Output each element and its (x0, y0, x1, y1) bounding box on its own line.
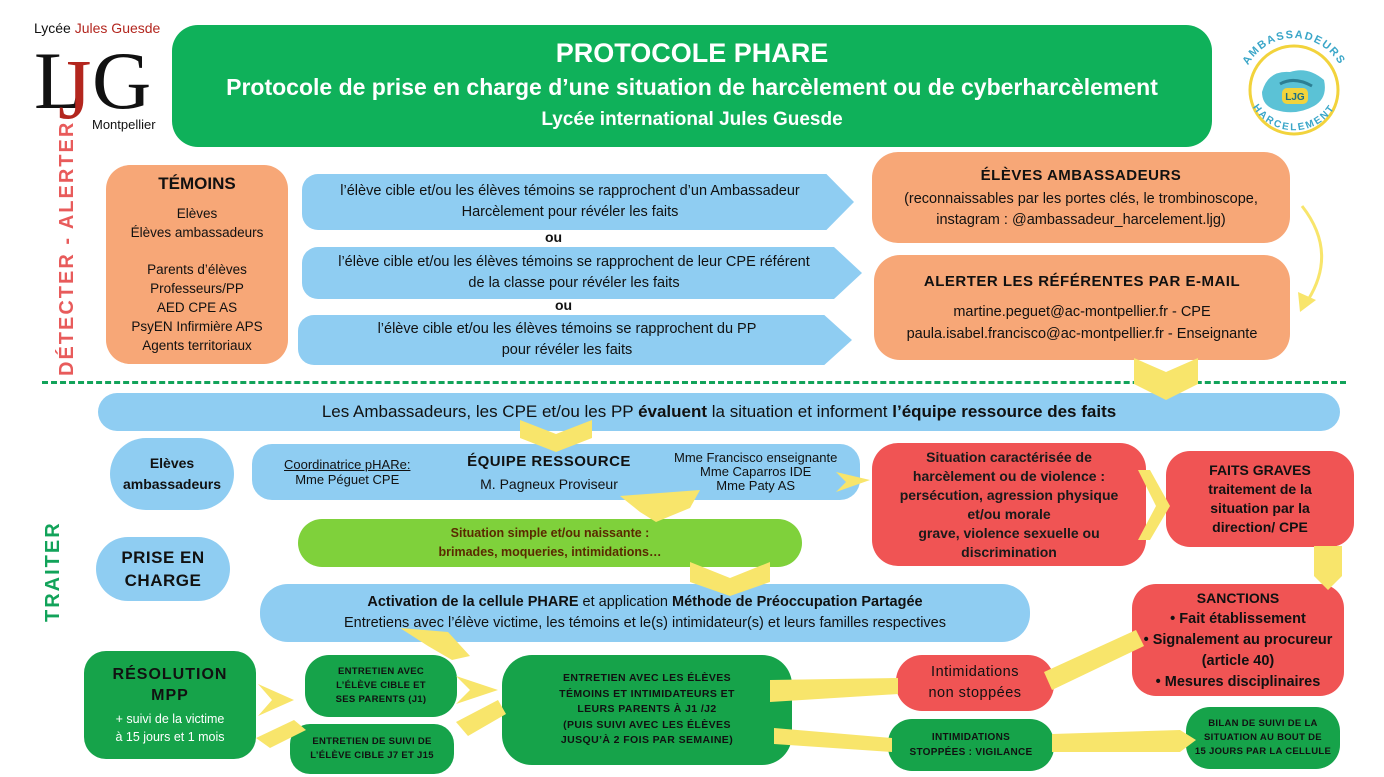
witness-item: Agents territoriaux (142, 338, 252, 353)
chevron-right-icon (456, 676, 498, 704)
intimidation-not-stopped-box: Intimidations non stoppées (896, 655, 1054, 711)
sanctions-list: • Fait établissement • Signalement au pr… (1144, 609, 1333, 693)
list-item: • Mesures disciplinaires (1155, 673, 1321, 690)
witness-item: Élèves ambassadeurs (130, 225, 264, 240)
ljg-logo-icon: L J G (34, 36, 151, 136)
email-cpe[interactable]: martine.peguet@ac-montpellier.fr - CPE (953, 303, 1211, 320)
team-members: Mme Francisco enseignante Mme Caparros I… (674, 450, 838, 493)
list-item: • Signalement au procureur (1143, 631, 1333, 648)
option-cpe: l’élève cible et/ou les élèves témoins s… (302, 247, 862, 299)
logo-letter-g: G (92, 36, 151, 126)
sanctions-box: SANCTIONS • Fait établissement • Signale… (1132, 584, 1344, 696)
sanctions-title: SANCTIONS (1196, 589, 1280, 606)
alert-referents-box: ALERTER LES RÉFÉRENTES PAR E-MAIL martin… (874, 255, 1290, 360)
page-title: PROTOCOLE PHARE (555, 38, 829, 68)
section-label-detect: DÉTECTER - ALERTER (56, 120, 78, 376)
chevron-right-icon (456, 700, 506, 736)
simple-situation-box: Situation simple et/ou naissante : brima… (298, 519, 802, 567)
witness-item: Elèves (176, 206, 218, 221)
arrow-up-right-icon (1044, 630, 1144, 690)
option-pp: l’élève cible et/ou les élèves témoins s… (298, 315, 852, 365)
curved-arrow-icon (1300, 205, 1324, 301)
resource-team-title: ÉQUIPE RESSOURCE (467, 453, 631, 470)
followup-interview-box: ENTRETIEN DE SUIVI DE L’ÉLÈVE CIBLE J7 E… (290, 724, 454, 774)
witness-item: Parents d’élèves (147, 262, 247, 277)
list-item: (article 40) (1201, 652, 1275, 669)
ring-top-text: AMBASSADEURS (1240, 29, 1347, 67)
student-ambassadors-box: ÉLÈVES AMBASSADEURS (reconnaissables par… (872, 152, 1290, 243)
school-label: Lycée international Jules Guesde (541, 109, 843, 130)
section-separator (42, 381, 1346, 384)
principal: M. Pagneux Proviseur (480, 476, 618, 492)
resolution-box: RÉSOLUTION MPP + suivi de la victime à 1… (84, 651, 256, 759)
header-banner: PROTOCOLE PHARE Protocole de prise en ch… (172, 25, 1212, 147)
option-ambassadeur: l’élève cible et/ou les élèves témoins s… (302, 174, 854, 230)
arrowhead-icon (1298, 292, 1316, 312)
student-ambassadors-bubble: Elèves ambassadeurs (110, 438, 234, 510)
interview-target-box: ENTRETIEN AVEC L’ÉLÈVE CIBLE ET SES PARE… (305, 655, 457, 717)
ambassadeurs-logo-icon: AMBASSADEURS HARCELEMENT LJG (1240, 29, 1347, 136)
witnesses-box: TÉMOINS Elèves Élèves ambassadeurs Paren… (106, 165, 288, 364)
logo-letter-l: L (34, 36, 84, 126)
activation-box: Activation de la cellule PHARE et applic… (260, 584, 1030, 642)
email-teacher[interactable]: paula.isabel.francisco@ac-montpellier.fr… (906, 325, 1258, 342)
evaluate-bar: Les Ambassadeurs, les CPE et/ou les PP é… (98, 393, 1340, 431)
school-name-top: Lycée Jules Guesde (34, 20, 161, 36)
page-subtitle: Protocole de prise en charge d’une situa… (226, 74, 1158, 100)
witness-item: AED CPE AS (156, 300, 238, 315)
arrow-right-icon (1052, 730, 1196, 752)
followup-review-box: BILAN DE SUIVI DE LA SITUATION AU BOUT D… (1186, 707, 1340, 769)
list-item: • Fait établissement (1170, 610, 1306, 627)
or-label: ou (555, 297, 573, 313)
intimidation-stopped-box: INTIMIDATIONS STOPPÉES : VIGILANCE (888, 719, 1054, 771)
care-bubble: PRISE EN CHARGE (96, 537, 230, 601)
badge-rect (1282, 88, 1308, 104)
coordinator: Coordinatrice pHARe: Mme Péguet CPE (284, 457, 411, 487)
witnesses-title: TÉMOINS (158, 174, 236, 193)
ring-circle (1248, 44, 1340, 136)
chevron-right-icon (258, 684, 294, 716)
characterized-situation-box: Situation caractérisée de harcèlement ou… (872, 443, 1146, 566)
or-label: ou (545, 229, 563, 245)
logo-letter-j: J (58, 41, 91, 136)
witness-item: PsyEN Infirmière APS (131, 319, 263, 334)
witness-item: Professeurs/PP (150, 281, 244, 296)
school-city: Montpellier (92, 117, 156, 132)
interview-witnesses-box: ENTRETIEN AVEC LES ÉLÈVES TÉMOINS ET INT… (502, 655, 792, 765)
alert-referents-title: ALERTER LES RÉFÉRENTES PAR E-MAIL (923, 272, 1241, 290)
student-ambassadors-title: ÉLÈVES AMBASSADEURS (980, 166, 1182, 184)
serious-facts-box: FAITS GRAVES traitement de la situation … (1166, 451, 1354, 547)
section-label-treat: TRAITER (42, 521, 64, 622)
badge-text: LJG (1285, 92, 1305, 103)
resource-team-box: Coordinatrice pHARe: Mme Péguet CPE ÉQUI… (252, 444, 860, 500)
hands-line (1279, 79, 1313, 88)
